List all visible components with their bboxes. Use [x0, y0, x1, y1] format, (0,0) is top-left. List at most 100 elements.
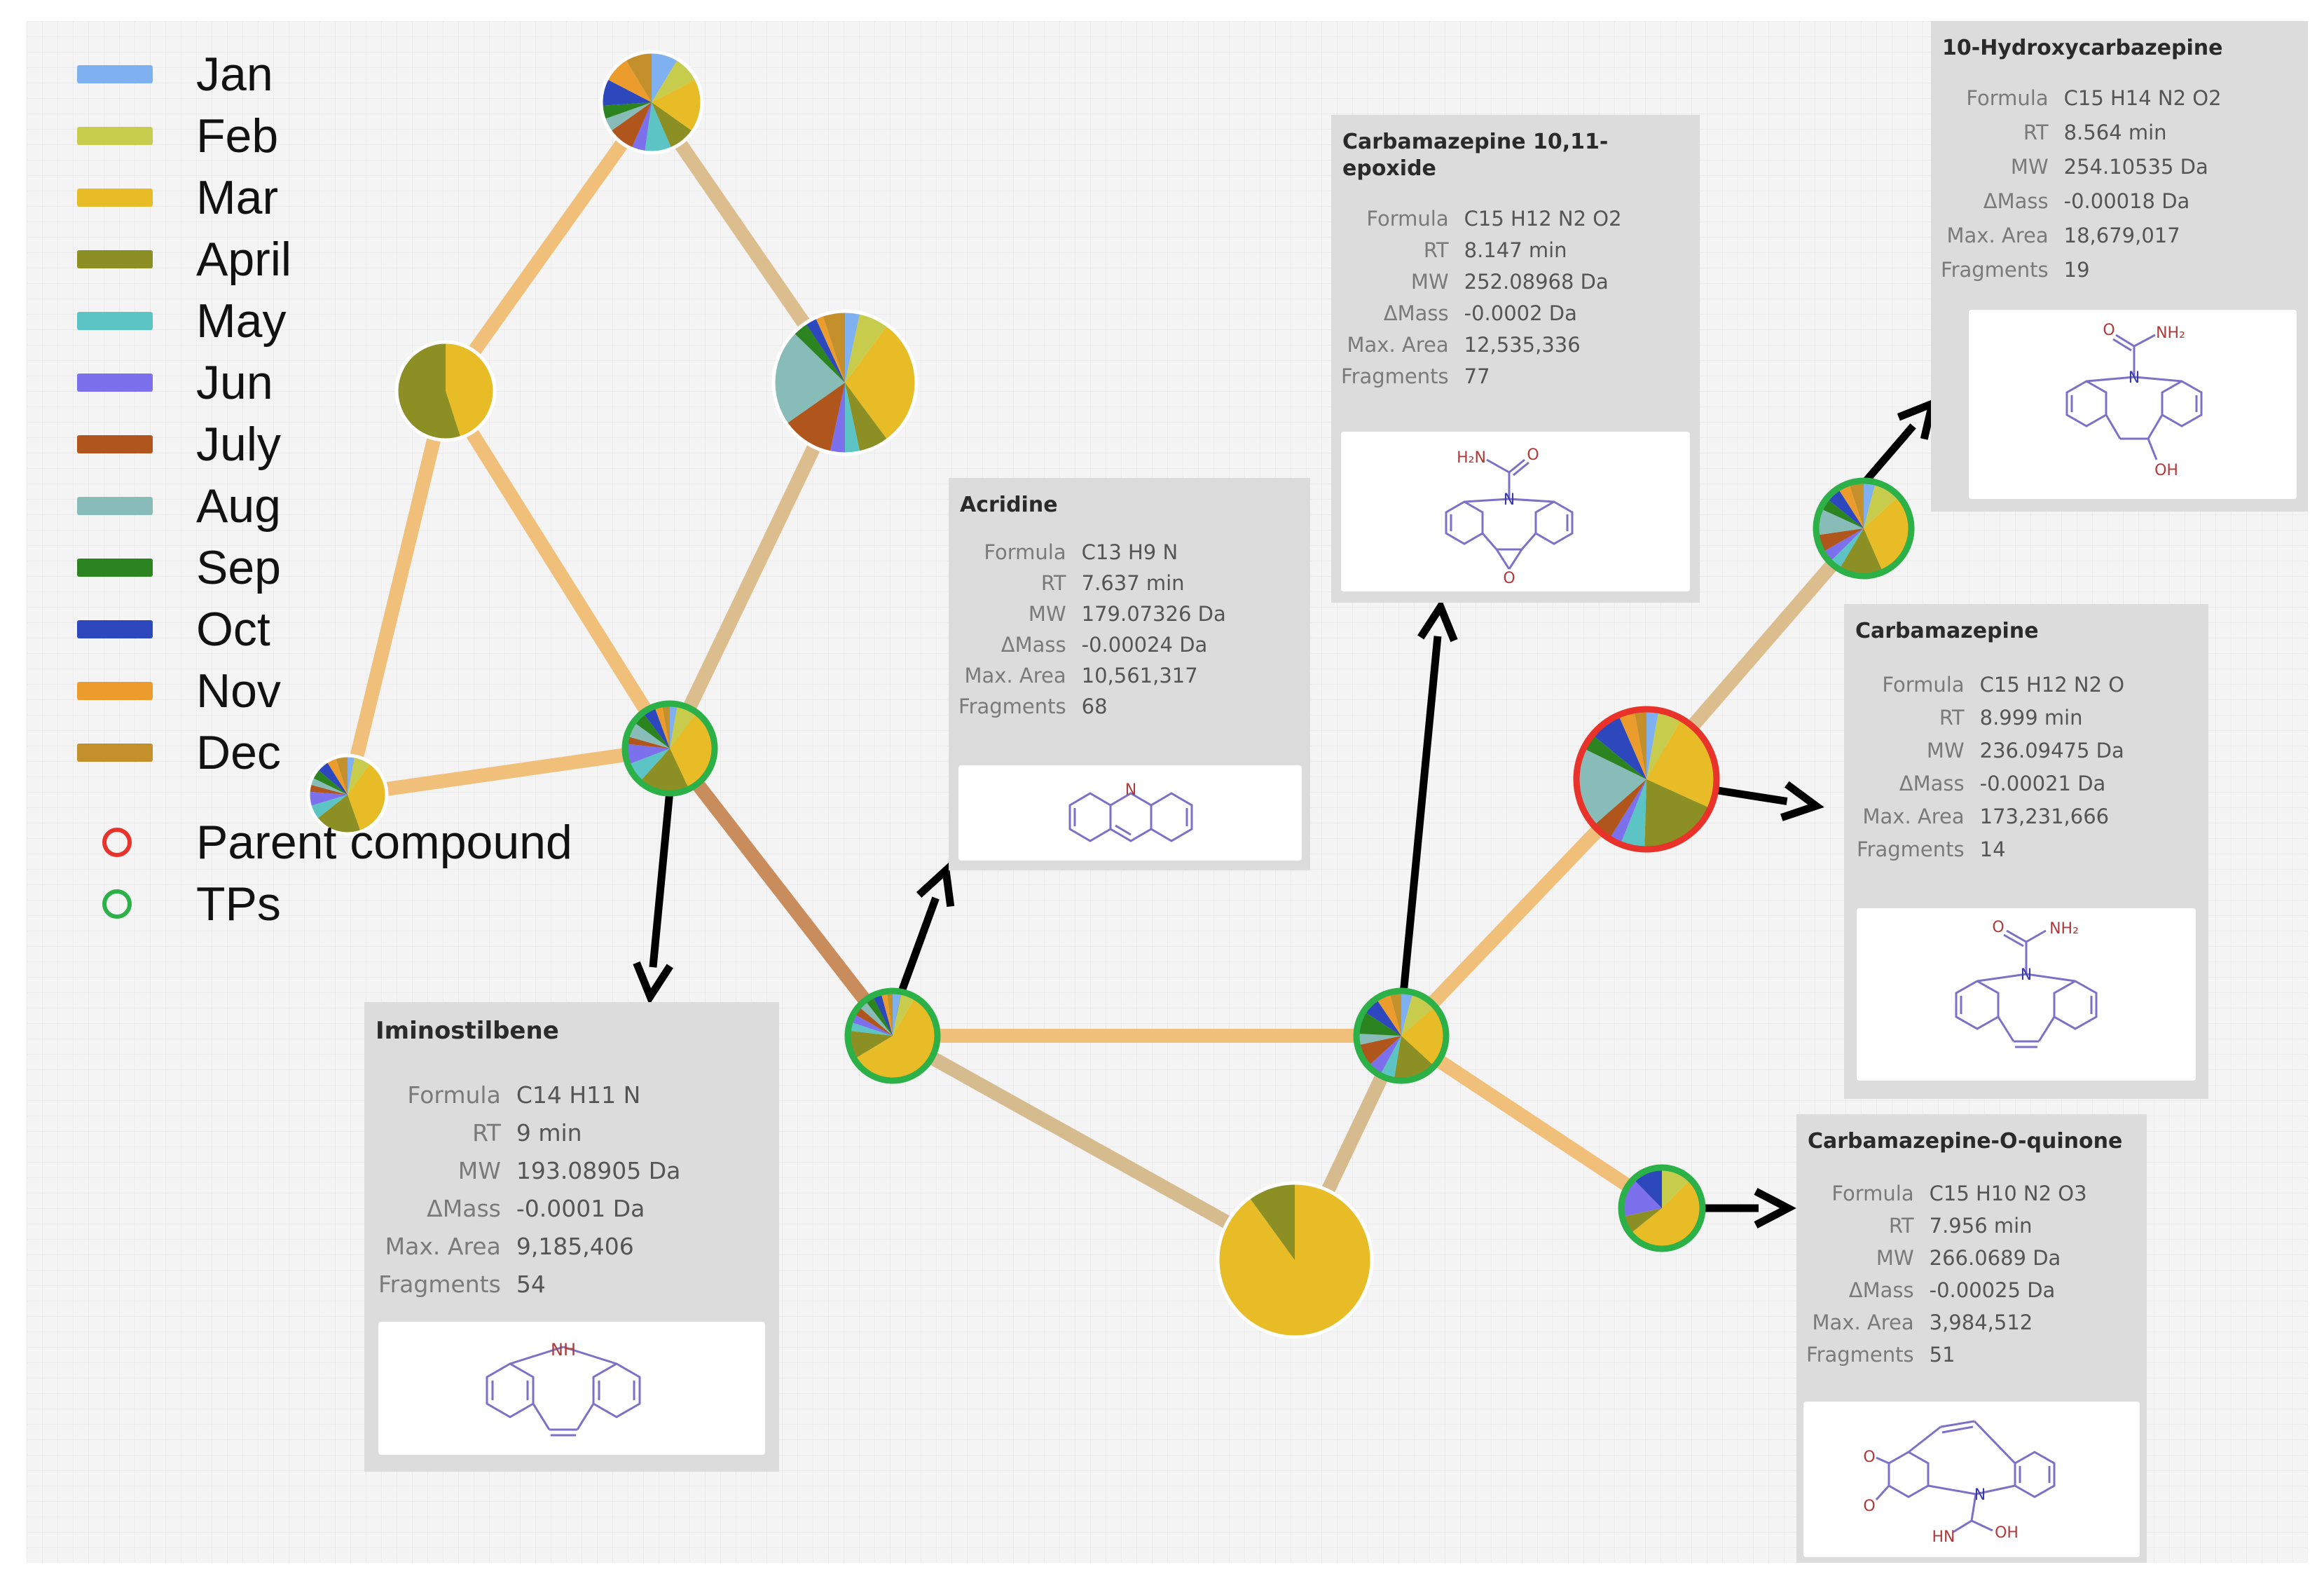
pie-slice-nov [607, 59, 652, 102]
prop-key: Max. Area [1946, 224, 2049, 247]
legend-swatch [77, 189, 153, 207]
legend-item-aug: Aug [77, 478, 281, 534]
legend-swatch [77, 374, 153, 392]
prop-value: 3,984,512 [1929, 1310, 2033, 1334]
prop-key: Formula [1966, 86, 2049, 110]
prop-key: MW [1876, 1246, 1914, 1270]
pie-slice-april [1249, 1183, 1295, 1260]
pie-slice-may [848, 1022, 893, 1036]
pie-slice-sep [601, 102, 652, 120]
pie-node-n5[interactable] [621, 700, 718, 797]
prop-key: Fragments [1341, 364, 1449, 388]
node-outline [599, 50, 704, 155]
pie-node-n9[interactable] [1573, 706, 1720, 853]
pie-slice-jun [1609, 779, 1646, 844]
pie-node-n7[interactable] [1353, 987, 1450, 1084]
pie-slice-april [1622, 1208, 1662, 1234]
pie-node-n1[interactable] [599, 50, 704, 155]
legend-swatch [77, 65, 153, 83]
node-outline [771, 309, 919, 456]
structure-box: O NH₂ N [1857, 908, 2196, 1081]
structure-label: NH₂ [2156, 324, 2185, 342]
pie-slice-mar [1630, 1179, 1703, 1249]
pie-node-n10[interactable] [1813, 477, 1915, 580]
structure-box: N [958, 765, 1302, 861]
pie-slice-dec [886, 991, 893, 1036]
arrow-head [1780, 781, 1824, 821]
nodes-layer [306, 50, 1915, 1339]
compound-title: Carbamazepine-O-quinone [1808, 1129, 2123, 1154]
legend-label: Oct [196, 603, 270, 656]
prop-key: Formula [1882, 673, 1965, 697]
pie-slice-nov [1376, 992, 1401, 1036]
legend-label: Feb [196, 109, 279, 163]
pie-slice-jun [1621, 1179, 1662, 1217]
pie-node-n11[interactable] [1618, 1164, 1706, 1252]
pie-slice-jan [1864, 481, 1876, 528]
acridine-structure-icon: N [1068, 781, 1193, 842]
compound-title: 10-Hydroxycarbazepine [1942, 36, 2223, 60]
pie-slice-oct [1633, 1168, 1662, 1208]
pie-slice-aug [626, 722, 670, 748]
pie-slice-dec [1634, 709, 1646, 779]
prop-value: -0.00025 Da [1929, 1278, 2056, 1302]
prop-value: 68 [1081, 694, 1108, 718]
pie-slice-feb [845, 313, 888, 383]
pie-slice-july [786, 383, 845, 453]
pie-slice-april [396, 342, 461, 440]
pie-node-n6[interactable] [844, 987, 941, 1084]
prop-key: ΔMass [1899, 772, 1965, 795]
legend-label: Sep [196, 541, 281, 594]
pie-slice-oct [642, 706, 670, 748]
prop-value: C13 H9 N [1081, 540, 1178, 564]
prop-key: Fragments [1857, 837, 1965, 861]
pie-slice-nov [326, 757, 348, 795]
legend-label: Mar [196, 171, 279, 224]
prop-row: ΔMass-0.0001 Da [378, 1190, 680, 1228]
pie-node-n4[interactable] [306, 753, 389, 836]
pie-node-n8[interactable] [1216, 1181, 1374, 1339]
prop-value: 8.999 min [1979, 706, 2083, 730]
prop-key: MW [1028, 602, 1066, 626]
prop-key: ΔMass [427, 1195, 501, 1222]
prop-key: ΔMass [1001, 633, 1066, 657]
pie-slice-may [845, 383, 860, 454]
legend-swatch [77, 312, 153, 330]
pie-slice-jan [1646, 709, 1659, 779]
pie-node-n3[interactable] [771, 309, 919, 456]
structure-label: N [2129, 369, 2140, 387]
compound-title: Carbamazepine [1855, 619, 2039, 643]
pie-slice-mar [1217, 1183, 1372, 1338]
legend-swatch [77, 620, 153, 638]
legend-item-parent: Parent compound [77, 814, 572, 870]
prop-row: ΔMass -0.00025 Da [1806, 1274, 2087, 1306]
arrow-icon [1704, 1188, 1796, 1228]
hydroxycarbazepine-structure-icon: O NH₂ N OH [2065, 322, 2203, 479]
pie-slice-april [845, 383, 888, 453]
structure-box: NH [378, 1322, 765, 1455]
legend-item-sep: Sep [77, 540, 281, 596]
pie-node-n2[interactable] [394, 340, 497, 442]
pie-slice-mar [1864, 495, 1911, 573]
prop-value: 9 min [516, 1119, 582, 1147]
pie-slice-mar [1401, 1006, 1446, 1067]
prop-key: ΔMass [1848, 1278, 1914, 1302]
edge-n2-n1 [439, 95, 659, 398]
pie-slice-sep [1820, 498, 1864, 528]
pie-slice-dec [661, 704, 670, 748]
prop-key: RT [1040, 571, 1066, 595]
pie-slice-jan [652, 52, 678, 102]
pie-slice-jun [830, 383, 845, 454]
prop-value: 19 [2063, 258, 2090, 282]
